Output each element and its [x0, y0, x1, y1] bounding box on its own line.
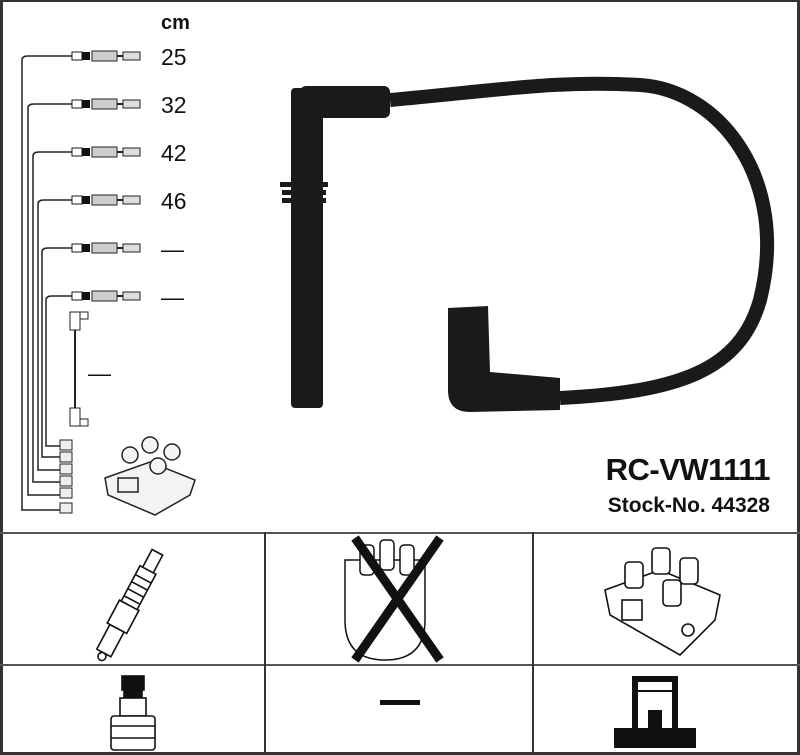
stock-number: Stock-No. 44328 — [607, 494, 770, 517]
length-unit-label: cm — [161, 12, 190, 34]
ignition-coil-icon — [604, 547, 721, 656]
not-applicable-cross-icon — [351, 535, 444, 663]
extra-cable-length-label: — — [88, 360, 111, 386]
connector-row-icons — [71, 50, 141, 302]
length-label: 25 — [161, 44, 187, 70]
grid-divider — [532, 532, 534, 755]
spark-plug-icon — [95, 548, 164, 662]
grid-divider — [264, 532, 266, 755]
distributor-cap-icon — [344, 539, 426, 661]
length-label: — — [161, 236, 184, 262]
grid-divider — [0, 532, 800, 534]
length-label: 42 — [161, 140, 187, 166]
length-label: 46 — [161, 188, 187, 214]
coil-terminal-icon — [614, 676, 696, 748]
length-label: — — [161, 284, 184, 310]
plug-terminal-icon — [110, 675, 156, 751]
length-label: 32 — [161, 92, 187, 118]
product-code: RC-VW1111 — [605, 452, 771, 487]
coil-pack-small-icon — [104, 436, 196, 516]
ignition-cable-image — [280, 76, 775, 412]
no-terminal-dash — [380, 700, 420, 705]
grid-divider — [0, 664, 800, 666]
